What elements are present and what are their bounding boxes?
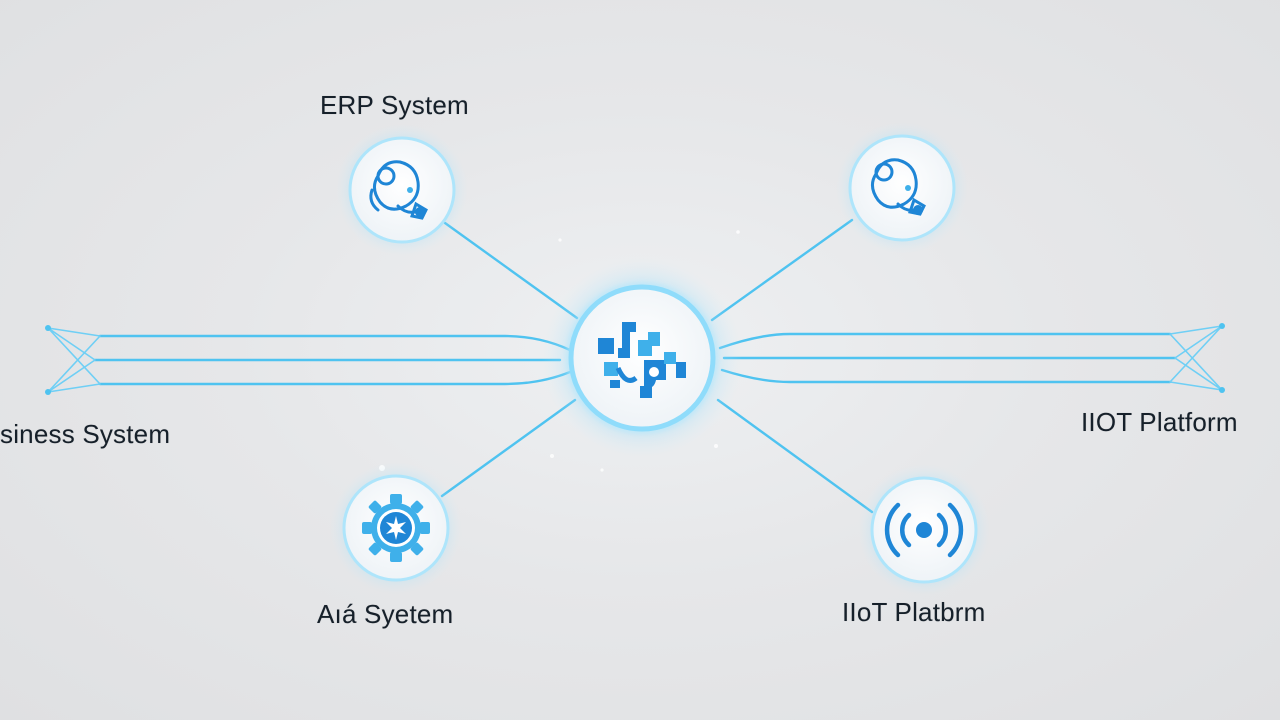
- gears-cluster-icon: [369, 160, 428, 220]
- left-fan: [47, 327, 101, 393]
- business-system-label: siness System: [0, 419, 171, 449]
- endpoint-dots: [45, 323, 1225, 395]
- iiot-platform-right-label: IIOT Platform: [1081, 407, 1238, 437]
- gear-icon: [362, 494, 430, 562]
- node-top-right[interactable]: [836, 122, 968, 254]
- connector-bottom-right: [716, 398, 874, 514]
- left-bus-line-3: [98, 370, 572, 386]
- right-fan: [1169, 325, 1223, 391]
- connector-erp: [443, 221, 579, 320]
- iiot-platform-bottom-label: IIoT Platbrm: [842, 597, 986, 627]
- node-bottom-left[interactable]: [330, 462, 462, 594]
- hub-node[interactable]: [542, 258, 742, 458]
- node-bottom-right[interactable]: [858, 464, 990, 596]
- erp-system-label: ERP System: [320, 90, 469, 120]
- right-bus-line-1: [718, 332, 1172, 350]
- left-bus-line-1: [98, 334, 572, 352]
- puzzle-hub-icon: [598, 322, 686, 398]
- gears-cluster-icon: [871, 158, 926, 216]
- right-bus-line-3: [720, 368, 1172, 384]
- node-erp[interactable]: [336, 124, 468, 256]
- wireless-signal-icon: [884, 502, 964, 558]
- connector-top-right: [710, 218, 854, 322]
- connector-bottom-left: [440, 398, 577, 498]
- bottom-left-system-label: Aıá Syetem: [317, 599, 454, 629]
